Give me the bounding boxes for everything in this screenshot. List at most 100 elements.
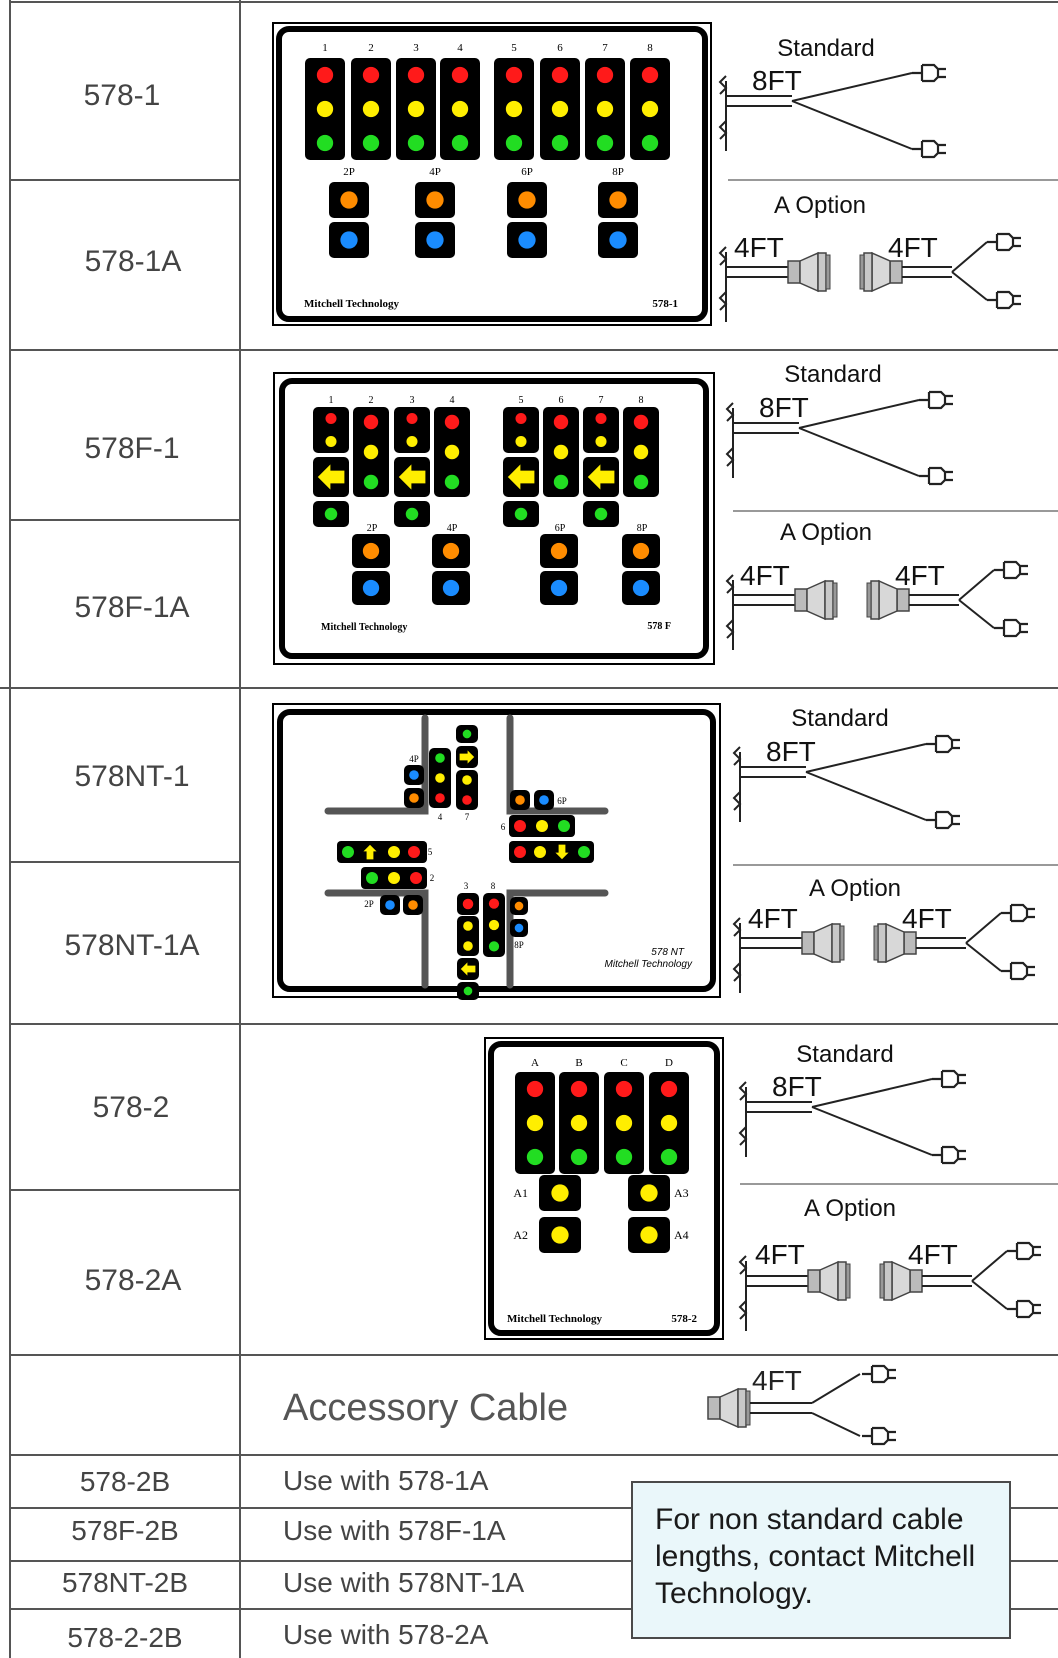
cable-cut-mark bbox=[732, 746, 742, 811]
signal-lamp bbox=[633, 414, 649, 430]
signal-label: 6 bbox=[501, 822, 506, 832]
signal-lamp bbox=[514, 923, 524, 933]
signal-lamp bbox=[615, 1148, 633, 1166]
cable-578F-1: Standard 8FT A Option 4FT 4FT bbox=[725, 361, 1030, 650]
cable-standard-label: Standard bbox=[784, 361, 881, 388]
signal-label: 4 bbox=[438, 812, 443, 822]
arrow-lamp bbox=[458, 747, 476, 767]
signal-label: 8P bbox=[637, 523, 648, 534]
cable-option-label: A Option bbox=[809, 875, 901, 902]
signal-lamp bbox=[340, 191, 358, 209]
signal-lamp bbox=[342, 846, 354, 858]
signal-lamp bbox=[515, 412, 527, 425]
signal-lamp bbox=[406, 412, 418, 425]
signal-lamp bbox=[550, 542, 568, 560]
signal-lamp bbox=[505, 134, 523, 152]
signal-lamp bbox=[632, 542, 650, 560]
signal-lamp bbox=[609, 191, 627, 209]
signal-head bbox=[337, 841, 427, 863]
signal-lamp bbox=[570, 1114, 588, 1132]
signal-lamp bbox=[551, 66, 569, 84]
cable-length: 4FT bbox=[755, 1239, 805, 1270]
signal-lamp bbox=[407, 100, 425, 118]
signal-label: 4 bbox=[450, 395, 455, 406]
signal-label: 6P bbox=[557, 796, 567, 806]
signal-label: 2P bbox=[367, 523, 378, 534]
signal-head bbox=[583, 407, 619, 453]
cable-cut-mark bbox=[738, 1081, 748, 1146]
signal-lamp bbox=[539, 795, 549, 805]
cable-578-1: Standard 8FT A Option 4FT 4FT bbox=[718, 35, 1023, 322]
signal-lamp bbox=[409, 793, 419, 803]
signal-lamp bbox=[409, 770, 419, 780]
signal-label: 7 bbox=[599, 395, 604, 406]
signal-label: A2 bbox=[513, 1228, 528, 1242]
signal-lamp bbox=[514, 901, 524, 911]
cable-length: 4FT bbox=[902, 903, 952, 934]
plug-icon bbox=[985, 232, 1023, 252]
signal-lamp bbox=[553, 414, 569, 430]
signal-lamp bbox=[534, 846, 546, 858]
signal-lamp bbox=[515, 795, 525, 805]
connector-icon bbox=[807, 1261, 851, 1301]
cable-cut-mark bbox=[725, 574, 735, 639]
signal-lamp bbox=[595, 435, 607, 448]
signal-label: 7 bbox=[465, 812, 470, 822]
signal-lamp bbox=[406, 435, 418, 448]
signal-lamp bbox=[451, 100, 469, 118]
panel-brand: Mitchell Technology bbox=[605, 959, 693, 970]
signal-lamp bbox=[363, 414, 379, 430]
signal-lamp bbox=[408, 846, 420, 858]
plug-icon bbox=[924, 734, 962, 754]
arrow-lamp bbox=[459, 959, 477, 979]
cable-length: 4FT bbox=[895, 560, 945, 591]
signal-label: 6P bbox=[521, 166, 533, 178]
cable-split bbox=[798, 399, 920, 477]
signal-lamp bbox=[505, 100, 523, 118]
cable-split bbox=[791, 72, 913, 150]
signal-lamp bbox=[570, 1148, 588, 1166]
signal-lamp bbox=[551, 1184, 569, 1202]
signal-label: 4 bbox=[457, 42, 463, 54]
cable-standard-label: Standard bbox=[777, 35, 874, 62]
cable-578NT-1: Standard 8FT A Option 4FT 4FT bbox=[732, 705, 1037, 993]
arrow-lamp bbox=[586, 461, 616, 493]
signal-label: 6P bbox=[555, 523, 566, 534]
cable-split bbox=[951, 241, 988, 301]
cable-cut-mark bbox=[725, 402, 735, 467]
plug-icon bbox=[992, 560, 1030, 580]
cable-cut-mark bbox=[718, 246, 728, 311]
signal-label: 2 bbox=[369, 395, 374, 406]
signal-label: 3 bbox=[464, 881, 469, 891]
signal-lamp bbox=[362, 100, 380, 118]
signal-head bbox=[394, 407, 430, 453]
signal-lamp bbox=[462, 795, 472, 805]
signal-label: D bbox=[665, 1057, 673, 1069]
signal-label: 2P bbox=[343, 166, 355, 178]
signal-lamp bbox=[405, 507, 419, 521]
road-edge bbox=[506, 714, 609, 815]
signal-label: 8P bbox=[514, 940, 524, 950]
signal-label: 4P bbox=[429, 166, 441, 178]
signal-label: 5 bbox=[519, 395, 524, 406]
signal-lamp bbox=[660, 1114, 678, 1132]
signal-lamp bbox=[362, 66, 380, 84]
signal-lamp bbox=[514, 820, 526, 832]
cable-split bbox=[811, 1078, 933, 1156]
signal-lamp bbox=[362, 134, 380, 152]
signal-lamp bbox=[442, 579, 460, 597]
accessory-model: 578F-2B bbox=[71, 1515, 178, 1546]
signal-label: 4P bbox=[447, 523, 458, 534]
plug-icon bbox=[917, 466, 955, 486]
arrow-lamp bbox=[506, 461, 536, 493]
cable-split bbox=[971, 1250, 1008, 1310]
signal-lamp bbox=[505, 66, 523, 84]
signal-label: 2 bbox=[430, 873, 435, 883]
signal-label: 6 bbox=[559, 395, 564, 406]
accessory-use: Use with 578NT-1A bbox=[283, 1567, 525, 1598]
signal-lamp bbox=[609, 231, 627, 249]
accessory-model: 578-2B bbox=[80, 1466, 170, 1497]
signal-lamp bbox=[596, 100, 614, 118]
